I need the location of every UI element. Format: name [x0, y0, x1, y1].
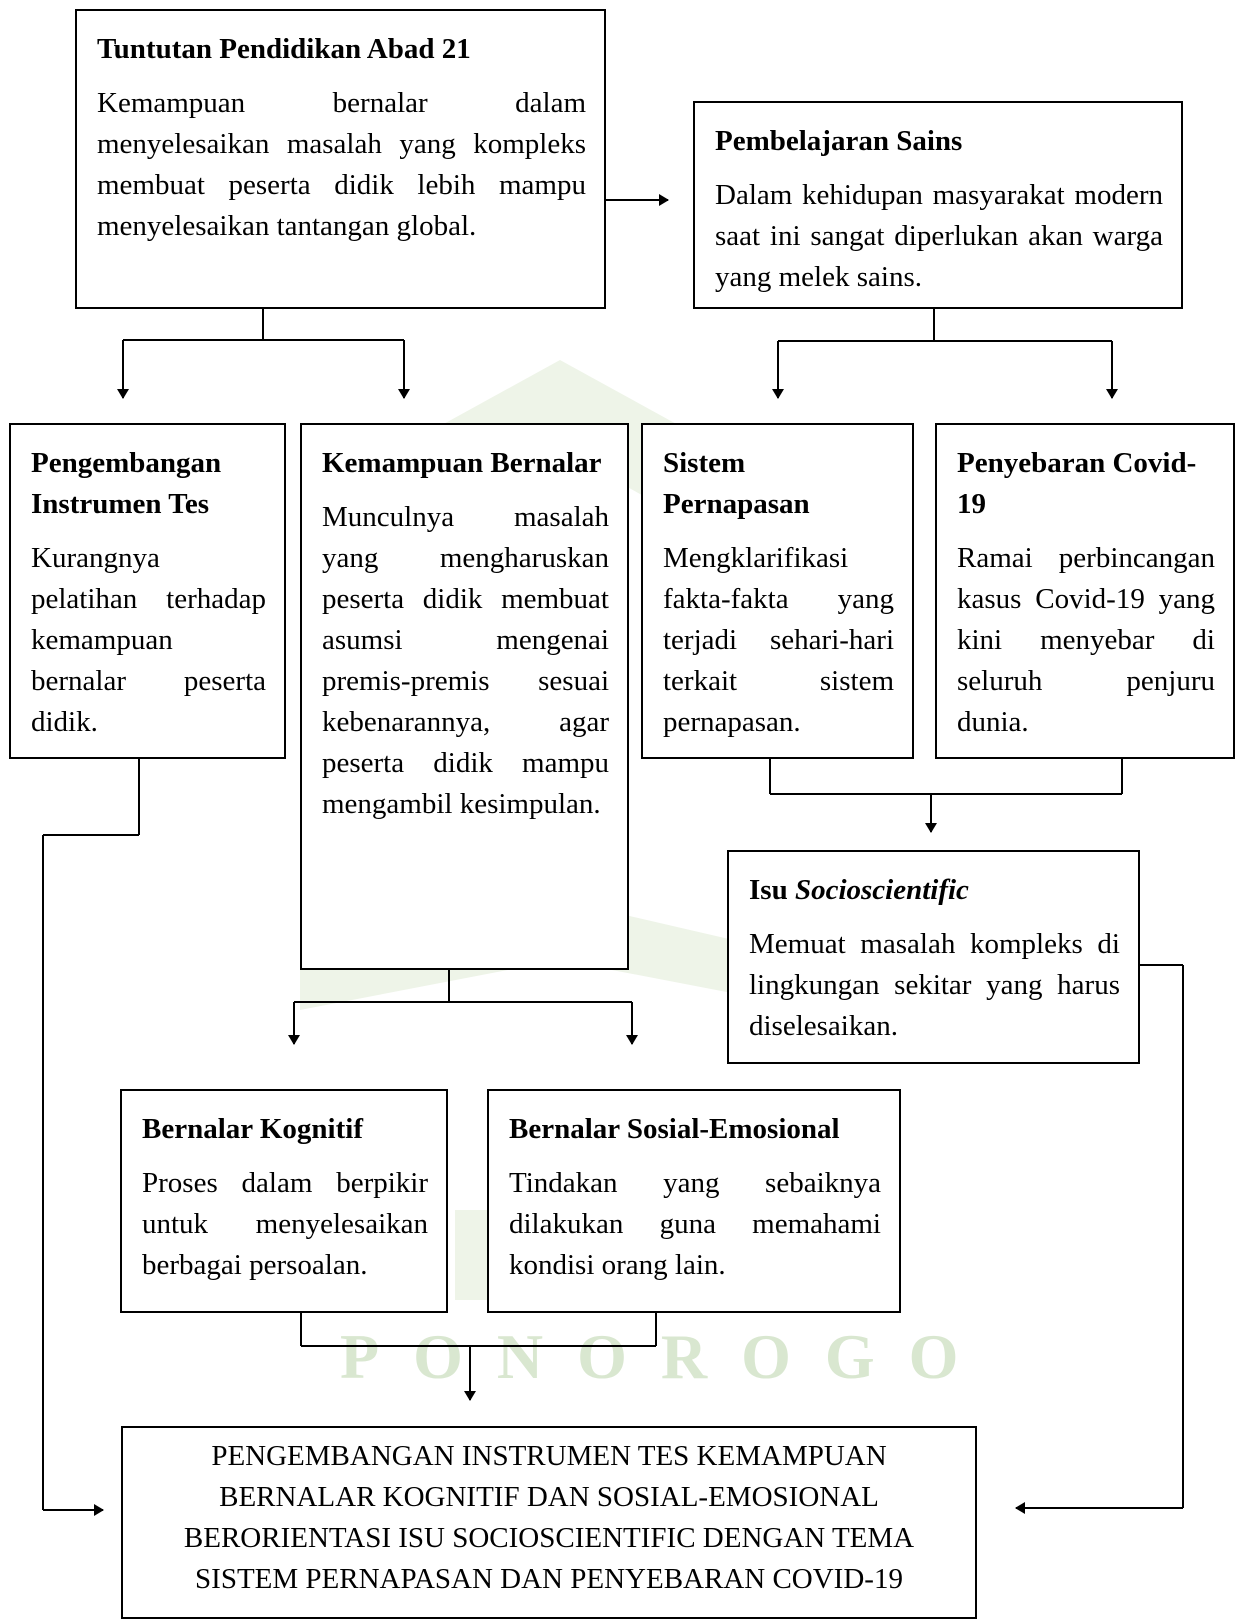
box-penyebaran-covid: Penyebaran Covid-19 Ramai perbincangan k… [935, 423, 1235, 759]
box-bernalar-sosial-emosional: Bernalar Sosial-Emosional Tindakan yang … [487, 1089, 901, 1313]
final-text: PENGEMBANGAN INSTRUMEN TES KEMAMPUAN BER… [183, 1440, 915, 1595]
box-body: Dalam kehidupan masyarakat modern saat i… [715, 179, 1163, 293]
box-title: Pengembangan Instrumen Tes [31, 447, 222, 520]
box-sistem-pernapasan: Sistem Pernapasan Mengklarifikasi fakta-… [641, 423, 914, 759]
box-pengembangan-instrumen: Pengembangan Instrumen Tes Kurangnya pel… [9, 423, 286, 759]
box-kemampuan-bernalar: Kemampuan Bernalar Munculnya masalah yan… [300, 423, 629, 970]
box-body: Proses dalam berpikir untuk menyelesaika… [142, 1167, 428, 1281]
box-body: Kurangnya pelatihan terhadap kemampuan b… [31, 542, 266, 738]
box-title-italic: Socioscientific [794, 874, 969, 906]
box-body: Ramai perbincangan kasus Covid-19 yang k… [957, 542, 1215, 738]
box-title: Bernalar Sosial-Emosional [509, 1113, 840, 1145]
box-final-conclusion: PENGEMBANGAN INSTRUMEN TES KEMAMPUAN BER… [121, 1426, 977, 1619]
box-title: Tuntutan Pendidikan Abad 21 [97, 33, 471, 65]
box-isu-socioscientific: Isu Socioscientific Memuat masalah kompl… [727, 850, 1140, 1064]
box-pembelajaran-sains: Pembelajaran Sains Dalam kehidupan masya… [693, 101, 1183, 309]
box-title: Pembelajaran Sains [715, 125, 963, 157]
watermark-text: PONOROGO [340, 1321, 993, 1392]
box-bernalar-kognitif: Bernalar Kognitif Proses dalam berpikir … [120, 1089, 448, 1313]
box-body: Kemampuan bernalar dalam menyelesaikan m… [97, 87, 586, 242]
box-body: Munculnya masalah yang mengharuskan pese… [322, 501, 609, 820]
box-title-prefix: Isu [749, 874, 795, 906]
box-body: Tindakan yang sebaiknya dilakukan guna m… [509, 1167, 881, 1281]
box-title: Bernalar Kognitif [142, 1113, 363, 1145]
box-title: Isu Socioscientific [749, 870, 1120, 911]
box-title: Sistem Pernapasan [663, 447, 810, 520]
box-body: Memuat masalah kompleks di lingkungan se… [749, 928, 1120, 1042]
box-title: Kemampuan Bernalar [322, 447, 602, 479]
box-body: Mengklarifikasi fakta-fakta yang terjadi… [663, 542, 894, 738]
box-tuntutan-pendidikan: Tuntutan Pendidikan Abad 21 Kemampuan be… [75, 9, 606, 309]
box-title: Penyebaran Covid-19 [957, 447, 1197, 520]
